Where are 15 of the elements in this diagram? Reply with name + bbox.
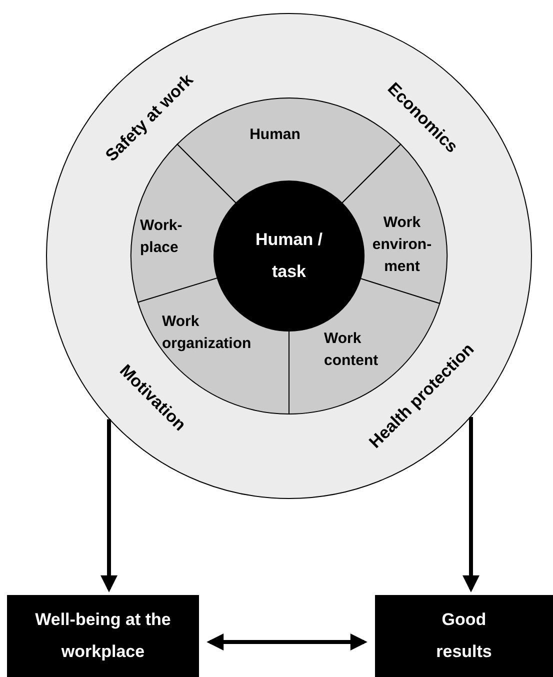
arrow — [100, 419, 118, 592]
arrow — [462, 417, 480, 592]
center-circle — [214, 181, 364, 331]
segment-label: Work content — [324, 329, 380, 371]
segment-label: Human — [248, 125, 302, 145]
box-label: Good results — [435, 609, 493, 663]
center-label: Human / task — [254, 229, 324, 283]
result-box — [375, 595, 553, 677]
arrow — [206, 634, 368, 650]
segment-label: Work organization — [162, 312, 252, 354]
result-box — [7, 595, 199, 677]
box-label: Well-being at the workplace — [34, 609, 172, 663]
outer-ring — [46, 13, 532, 499]
segment-label: Work environ- ment — [371, 213, 433, 277]
segment-label: Work- place — [140, 216, 184, 258]
